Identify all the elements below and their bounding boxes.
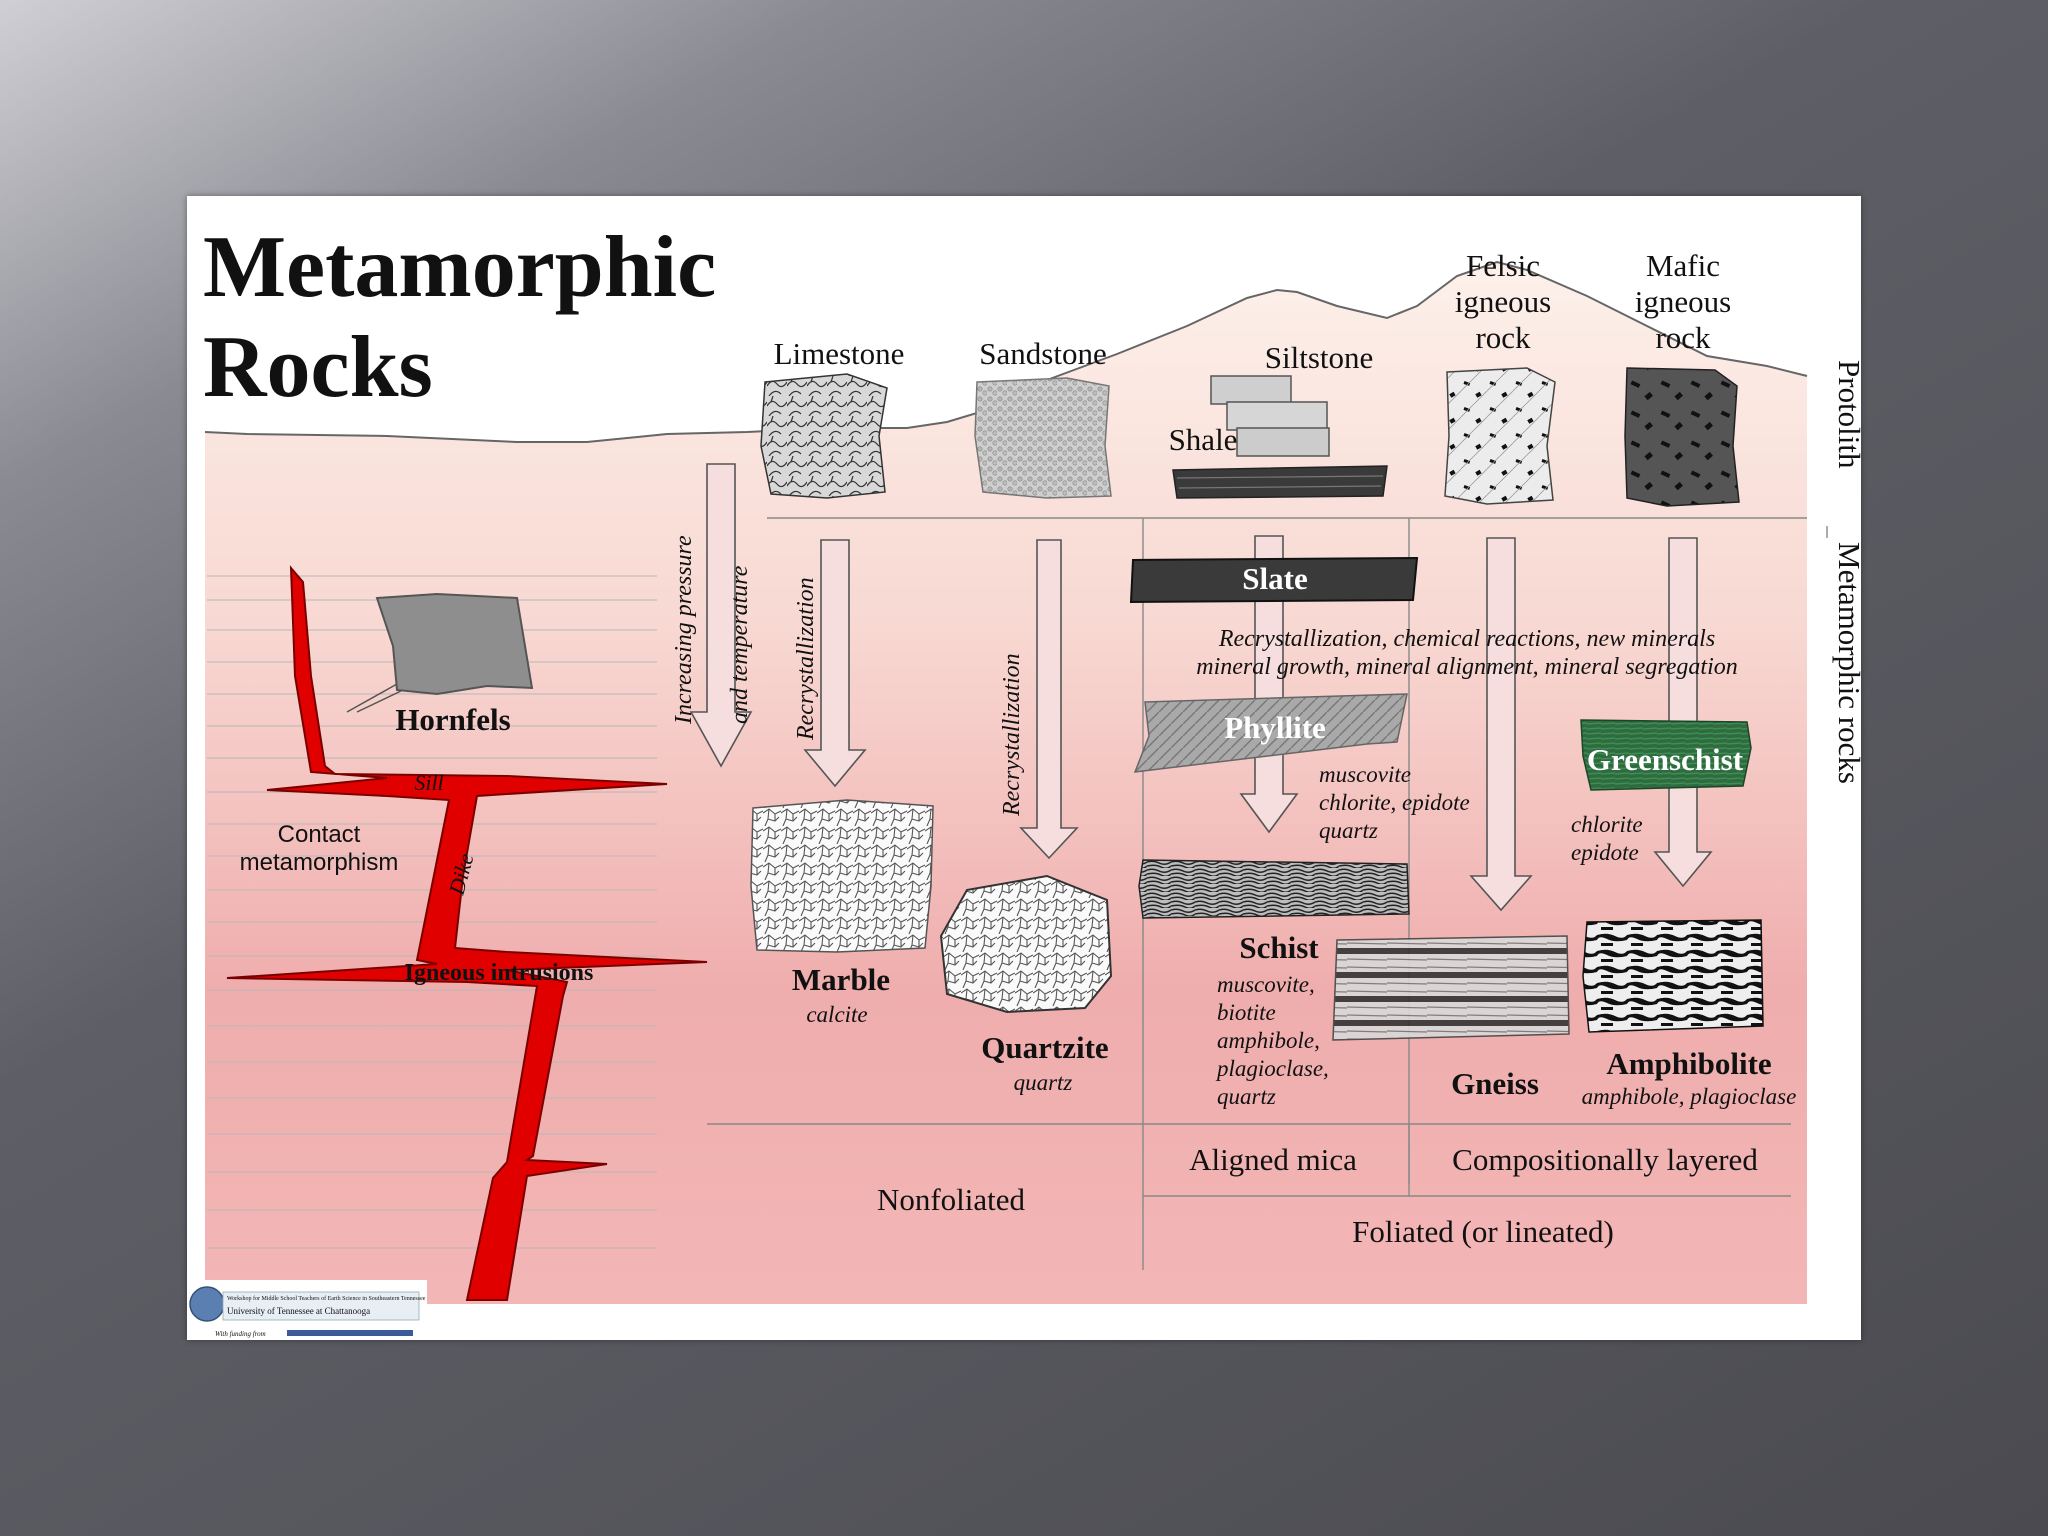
- metamorphic-rocks-side-label: Metamorphic rocks: [1832, 542, 1861, 784]
- globe-icon: [189, 1286, 225, 1322]
- foliated-process-label-1: Recrystallization, chemical reactions, n…: [1218, 626, 1715, 652]
- greenschist-label: Greenschist: [1587, 742, 1744, 777]
- phyllite-mineral-3: quartz: [1319, 818, 1378, 843]
- contact-label-1: Contact: [278, 821, 361, 848]
- amphibolite-arrow: [1653, 537, 1713, 888]
- schist-mineral-1: muscovite,: [1217, 972, 1315, 997]
- quartzite-arrow: [1019, 539, 1079, 860]
- pressure-label-2: and temperature: [727, 565, 753, 724]
- earth-background: [205, 262, 1807, 1304]
- hornfels-label: Hornfels: [395, 702, 510, 737]
- logo-line-1: Workshop for Middle School Teachers of E…: [227, 1295, 426, 1302]
- quartzite-label: Quartzite: [981, 1030, 1108, 1065]
- title-line-2: Rocks: [203, 319, 433, 416]
- schist-rock-image: [1138, 859, 1410, 919]
- limestone-rock-image: [760, 373, 888, 499]
- aligned-mica-label: Aligned mica: [1189, 1142, 1357, 1177]
- phyllite-rock-image: [1133, 693, 1408, 773]
- marble-label: Marble: [792, 962, 890, 997]
- mafic-label-3: rock: [1655, 320, 1711, 355]
- amphibolite-minerals: amphibole, plagioclase: [1582, 1084, 1797, 1109]
- phyllite-mineral-2: chlorite, epidote: [1319, 790, 1470, 815]
- recrystallization-quartzite-label: Recrystallization: [999, 653, 1025, 817]
- sill-label: Sill: [414, 770, 443, 795]
- sandstone-label: Sandstone: [979, 336, 1106, 371]
- hornfels-rock-image: [375, 592, 534, 696]
- title-line-1: Metamorphic: [203, 219, 716, 316]
- mafic-label-1: Mafic: [1646, 248, 1720, 283]
- sandstone-rock-image: [974, 377, 1112, 499]
- felsic-label-3: rock: [1475, 320, 1531, 355]
- marble-rock-image: [750, 799, 934, 953]
- schist-mineral-4: plagioclase,: [1215, 1056, 1329, 1081]
- marble-mineral: calcite: [806, 1002, 867, 1027]
- mountain-ridge-line: [204, 260, 1808, 443]
- felsic-label-2: igneous: [1455, 284, 1551, 319]
- contact-label-2: metamorphism: [240, 849, 399, 876]
- marble-arrow: [803, 539, 867, 788]
- phyllite-label: Phyllite: [1224, 710, 1326, 745]
- schist-label: Schist: [1239, 930, 1319, 965]
- felsic-igneous-rock-image: [1444, 367, 1556, 505]
- diagram-slide: Metamorphic Rocks Limestone Sandstone Si…: [187, 196, 1861, 1340]
- schist-mineral-3: amphibole,: [1217, 1028, 1320, 1053]
- quartzite-mineral: quartz: [1014, 1070, 1073, 1095]
- gneiss-label: Gneiss: [1451, 1066, 1539, 1101]
- schist-mineral-2: biotite: [1217, 1000, 1276, 1025]
- mafic-igneous-rock-image: [1624, 367, 1740, 507]
- mafic-label-2: igneous: [1635, 284, 1731, 319]
- recrystallization-marble-label: Recrystallization: [793, 577, 819, 741]
- logo-line-2: University of Tennessee at Chattanooga: [227, 1306, 370, 1316]
- slate-rock-image: [1129, 556, 1419, 604]
- greenschist-mineral-1: chlorite: [1571, 812, 1643, 837]
- greenschist-rock-image: [1580, 719, 1752, 791]
- limestone-label: Limestone: [774, 336, 905, 371]
- slate-label: Slate: [1242, 561, 1307, 596]
- shale-label: Shale: [1169, 422, 1238, 457]
- pressure-label-1: Increasing pressure: [671, 535, 697, 725]
- amphibolite-label: Amphibolite: [1606, 1046, 1771, 1081]
- nonfoliated-label: Nonfoliated: [877, 1182, 1026, 1217]
- phyllite-mineral-1: muscovite: [1319, 762, 1411, 787]
- igneous-intrusions-shape: [226, 565, 708, 1301]
- protolith-side-label: Protolith: [1832, 360, 1861, 469]
- quartzite-rock-image: [939, 874, 1113, 1014]
- siltstone-shale-rock-image: [1172, 375, 1388, 499]
- foliated-process-label-2: mineral growth, mineral alignment, miner…: [1196, 654, 1738, 680]
- pressure-arrow: [689, 463, 753, 768]
- schist-mineral-5: quartz: [1217, 1084, 1276, 1109]
- igneous-intrusions-label: Igneous intrusions: [405, 960, 594, 986]
- felsic-label-1: Felsic: [1466, 248, 1540, 283]
- gneiss-arrow: [1469, 537, 1533, 912]
- logo-line-3: With funding from: [215, 1330, 266, 1338]
- greenschist-mineral-2: epidote: [1571, 840, 1639, 865]
- compositionally-layered-label: Compositionally layered: [1452, 1142, 1758, 1177]
- amphibolite-rock-image: [1582, 919, 1764, 1033]
- foliated-label: Foliated (or lineated): [1352, 1214, 1614, 1249]
- gneiss-rock-image: [1332, 935, 1570, 1041]
- metamorphic-rocks-diagram: Metamorphic Rocks Limestone Sandstone Si…: [187, 219, 1861, 1338]
- university-logo: Workshop for Middle School Teachers of E…: [187, 1280, 427, 1338]
- siltstone-label: Siltstone: [1265, 340, 1374, 375]
